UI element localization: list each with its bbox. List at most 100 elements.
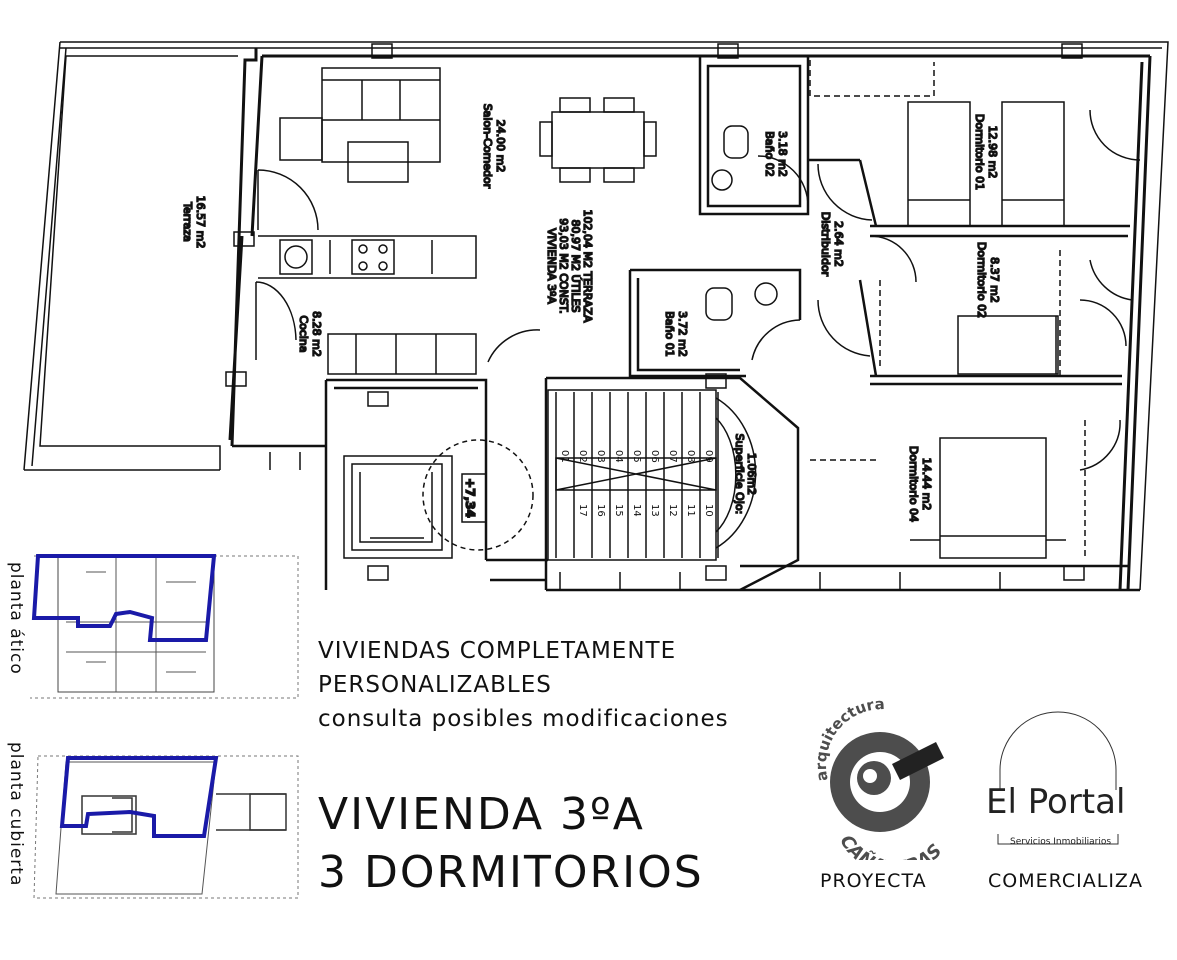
sink-bath-01 — [754, 282, 778, 306]
dormitorio02-name: Dormitorio 02 — [975, 242, 988, 318]
stair-step-number: 14 — [631, 504, 642, 517]
svg-text:CAÑAVERAS: CAÑAVERAS — [835, 831, 946, 860]
keyplan-cubierta-outline — [33, 755, 299, 899]
stair-eye — [555, 397, 757, 549]
coffee-table — [347, 141, 409, 183]
keyplan-atico — [30, 554, 299, 699]
logo-bar — [892, 742, 944, 780]
window-mark — [233, 231, 255, 247]
bath-02-door — [757, 155, 809, 207]
chair-5 — [539, 121, 553, 157]
agency-name: El Portal — [986, 782, 1126, 822]
window-mark — [705, 373, 727, 389]
stair-step-number: 05 — [631, 450, 642, 463]
stair-step-number: 10 — [703, 504, 714, 517]
keyplan-cubierta-detail — [81, 793, 286, 835]
agency-logo-arch — [997, 711, 1119, 845]
chair-3 — [559, 167, 591, 183]
sink-bath-02 — [711, 169, 733, 191]
chair-2 — [603, 97, 635, 113]
bath-02-walls — [698, 56, 810, 216]
hall-walls — [808, 158, 1130, 386]
architect-bottom-text: CAÑAVERAS — [835, 831, 946, 860]
window-mark — [1063, 565, 1085, 581]
stair-step-number: 08 — [685, 450, 696, 463]
ojo-area: 1.06m2 — [745, 453, 758, 495]
floor-plan: Terraza 16.57 m2 Salon-Comedor 24.00 m2 … — [23, 41, 1169, 592]
kitchen-counter-bottom — [327, 333, 477, 375]
landing-circle — [422, 439, 534, 551]
bano02-area: 3.18 m2 — [776, 131, 789, 177]
hob-ring-3 — [358, 261, 368, 271]
dining-table — [551, 111, 645, 169]
hob-ring-1 — [358, 244, 368, 254]
title-line-1: VIVIENDA 3ºA — [318, 789, 645, 840]
window-mark — [367, 565, 389, 581]
door-arc-salon — [257, 169, 319, 231]
door-arc-kitchen — [255, 281, 297, 360]
cocina-name: Cocina — [297, 315, 310, 352]
cocina-area: 8.28 m2 — [310, 311, 323, 357]
kitchen-wall-top — [258, 235, 477, 279]
stair-outer-wall — [544, 376, 800, 592]
keyplan-cubierta-box — [249, 793, 287, 831]
salon-name: Salon-Comedor — [481, 104, 494, 189]
sofa-lines — [322, 79, 440, 121]
agency-underline — [997, 834, 1119, 845]
stair-treads — [555, 392, 719, 558]
dwelling-wall — [228, 48, 264, 447]
kitchen-counter-bottom-lines — [355, 334, 437, 374]
dormitorio01-area: 12.98 m2 — [986, 126, 999, 179]
dormitorio02-area: 8.37 m2 — [988, 257, 1001, 303]
bed-01a — [907, 101, 971, 227]
keyplan-atico-highlight — [31, 554, 217, 642]
kitchen-counter-lines — [329, 240, 433, 274]
elevator-car — [351, 463, 443, 551]
kitchen-sink — [279, 239, 313, 275]
dormitorio01-name: Dormitorio 01 — [973, 114, 986, 190]
window-marks — [225, 43, 1085, 581]
dormitorio04-area: 14.44 m2 — [920, 458, 933, 511]
stair-step-number: 17 — [577, 504, 588, 517]
stair-step-number: 07 — [667, 450, 678, 463]
terraza-area: 16.57 m2 — [194, 196, 207, 249]
agency-arch-path — [999, 711, 1117, 790]
stair-step-number: 03 — [595, 450, 606, 463]
stair-step-number: 02 — [577, 450, 588, 463]
hall-door-2 — [869, 235, 917, 283]
keyplan-cubierta — [33, 755, 299, 899]
window-mark — [1061, 43, 1083, 59]
stair-step-number: 13 — [649, 504, 660, 517]
bath-01-walls — [628, 268, 802, 378]
toilet-bath-02 — [723, 125, 749, 159]
hob — [351, 239, 395, 275]
summary-line3: 102,04 M2 TERRAZA — [581, 209, 594, 323]
promo-line-3: consulta posibles modificaciones — [318, 706, 729, 732]
east-wall — [1118, 55, 1152, 591]
promo-text: VIVIENDAS COMPLETAMENTE PERSONALIZABLES … — [318, 634, 729, 736]
stair-step-number: 09 — [703, 450, 714, 463]
keyplan-atico-label: planta ático — [6, 562, 26, 675]
salon-area: 24.00 m2 — [494, 120, 507, 173]
keyplan-cubierta-roof — [55, 761, 217, 895]
bed-02 — [957, 315, 1059, 375]
keyplan-cubierta-label: planta cubierta — [6, 742, 26, 887]
architect-caption: PROYECTA — [820, 870, 927, 892]
window-mark — [717, 43, 739, 59]
bed-01b — [1001, 101, 1065, 227]
terraza-name: Terraza — [181, 201, 194, 242]
elevator-shaft — [343, 455, 453, 559]
bed-04-pillow — [910, 535, 1066, 541]
wardrobe-dashes — [809, 60, 1086, 560]
distribuidor-area: 2.64 m2 — [832, 221, 845, 267]
terrace-boundary — [24, 55, 238, 471]
summary-title: VIVIENDA 3ºA — [545, 228, 558, 304]
hall-door-3 — [817, 299, 871, 357]
page-title: VIVIENDA 3ºA 3 DORMITORIOS — [318, 786, 704, 902]
chair-6 — [643, 121, 657, 157]
distribuidor-name: Distribuidor — [819, 212, 832, 277]
promo-line-2: PERSONALIZABLES — [318, 672, 552, 698]
south-wall — [232, 444, 1140, 592]
elevation-box — [461, 473, 487, 523]
